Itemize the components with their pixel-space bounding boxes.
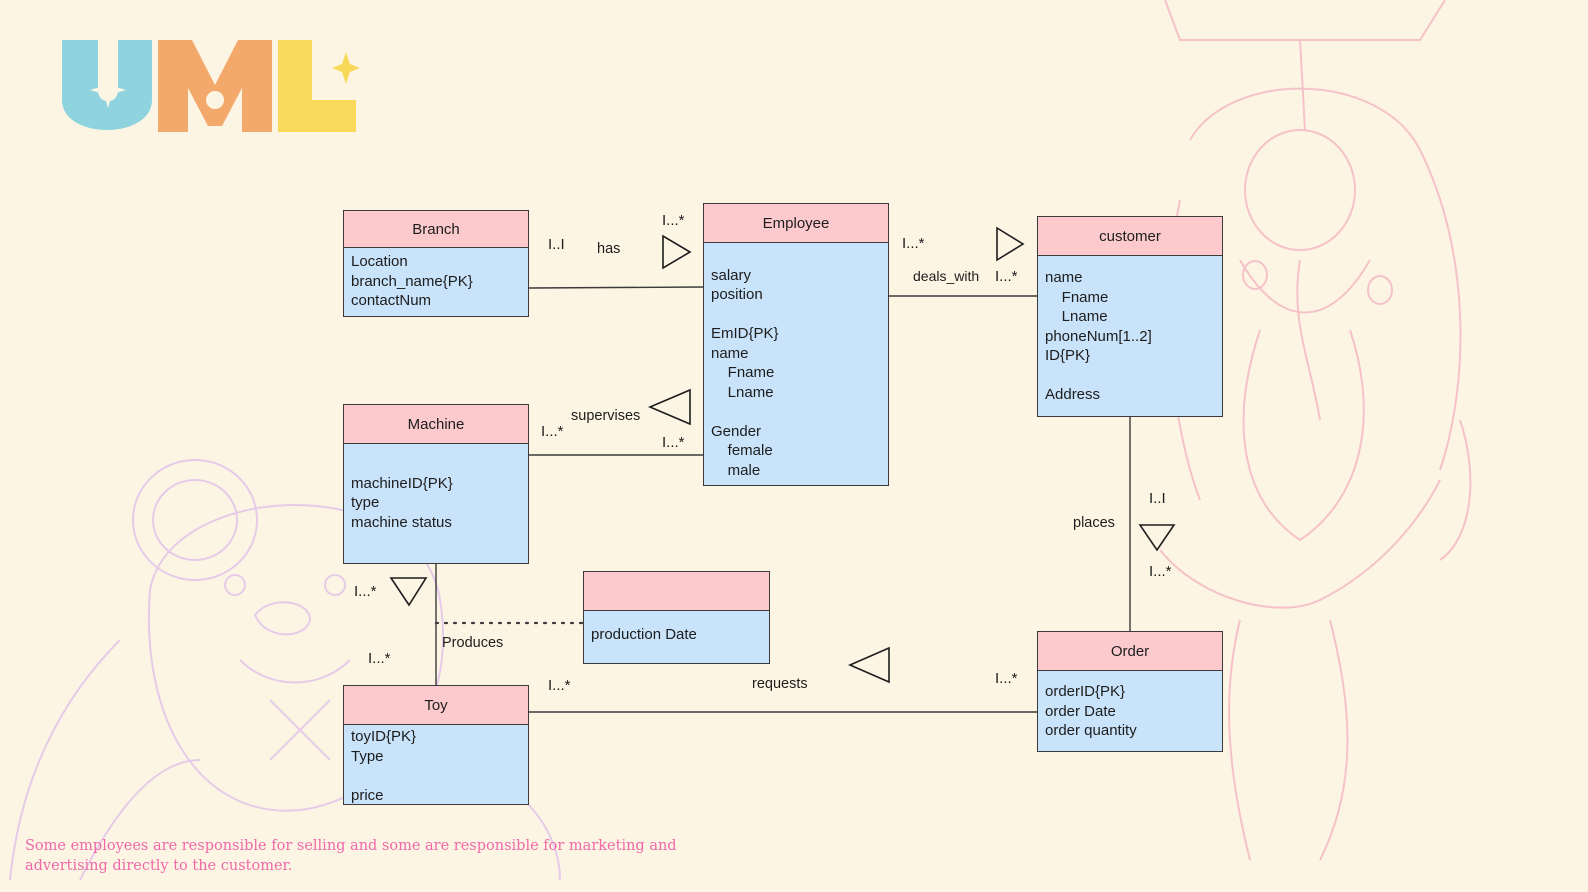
- class-branch-attributes: Location branch_name{PK} contactNum: [343, 248, 529, 317]
- class-customer[interactable]: customer name Fname Lname phoneNum[1..2]…: [1037, 216, 1223, 417]
- multiplicity-branch-has: I..I: [548, 236, 565, 253]
- class-employee-attributes: salary position EmID{PK} name Fname Lnam…: [703, 243, 889, 486]
- multiplicity-employee-has: I...*: [662, 212, 685, 229]
- multiplicity-order-places: I...*: [1149, 563, 1172, 580]
- class-toy[interactable]: Toy toyID{PK} Type price: [343, 685, 529, 805]
- association-class-production[interactable]: production Date: [583, 571, 770, 664]
- multiplicity-toy-produces: I...*: [368, 650, 391, 667]
- class-employee-title: Employee: [703, 203, 889, 243]
- class-order-title: Order: [1037, 631, 1223, 671]
- association-class-production-attributes: production Date: [583, 611, 770, 664]
- association-label-requests: requests: [752, 676, 808, 692]
- class-machine-attributes: machineID{PK} type machine status: [343, 444, 529, 564]
- association-label-has: has: [597, 241, 621, 257]
- class-customer-title: customer: [1037, 216, 1223, 256]
- uml-logo: [62, 40, 360, 132]
- association-label-supervises: supervises: [571, 408, 641, 424]
- requests-direction-arrow: [847, 646, 890, 684]
- multiplicity-employee-supervises: I...*: [662, 434, 685, 451]
- multiplicity-machine-produces: I...*: [354, 583, 377, 600]
- multiplicity-employee-deals: I...*: [902, 235, 925, 252]
- class-machine[interactable]: Machine machineID{PK} type machine statu…: [343, 404, 529, 564]
- multiplicity-customer-places: I..I: [1149, 490, 1166, 507]
- places-direction-arrow: [1138, 524, 1176, 552]
- multiplicity-order-requests: I...*: [995, 670, 1018, 687]
- class-machine-title: Machine: [343, 404, 529, 444]
- class-order-attributes: orderID{PK} order Date order quantity: [1037, 671, 1223, 752]
- multiplicity-machine-supervises: I...*: [541, 423, 564, 440]
- association-label-deals-with: deals_with: [913, 268, 980, 284]
- association-label-produces: Produces: [442, 635, 504, 651]
- has-direction-arrow: [662, 234, 692, 270]
- multiplicity-customer-deals: I...*: [995, 268, 1018, 285]
- deals-with-direction-arrow: [996, 226, 1025, 262]
- association-lines: [434, 286, 1131, 713]
- class-branch[interactable]: Branch Location branch_name{PK} contactN…: [343, 210, 529, 317]
- class-toy-title: Toy: [343, 685, 529, 725]
- class-toy-attributes: toyID{PK} Type price: [343, 725, 529, 805]
- class-customer-attributes: name Fname Lname phoneNum[1..2] ID{PK} A…: [1037, 256, 1223, 417]
- multiplicity-toy-requests: I...*: [548, 677, 571, 694]
- produces-direction-arrow: [389, 577, 428, 607]
- supervises-direction-arrow: [647, 388, 691, 426]
- association-class-production-title: [583, 571, 770, 611]
- association-label-places: places: [1073, 515, 1115, 531]
- footnote: Some employees are responsible for selli…: [25, 838, 677, 874]
- class-order[interactable]: Order orderID{PK} order Date order quant…: [1037, 631, 1223, 752]
- class-branch-title: Branch: [343, 210, 529, 248]
- has-line: [528, 286, 704, 289]
- class-employee[interactable]: Employee salary position EmID{PK} name F…: [703, 203, 889, 486]
